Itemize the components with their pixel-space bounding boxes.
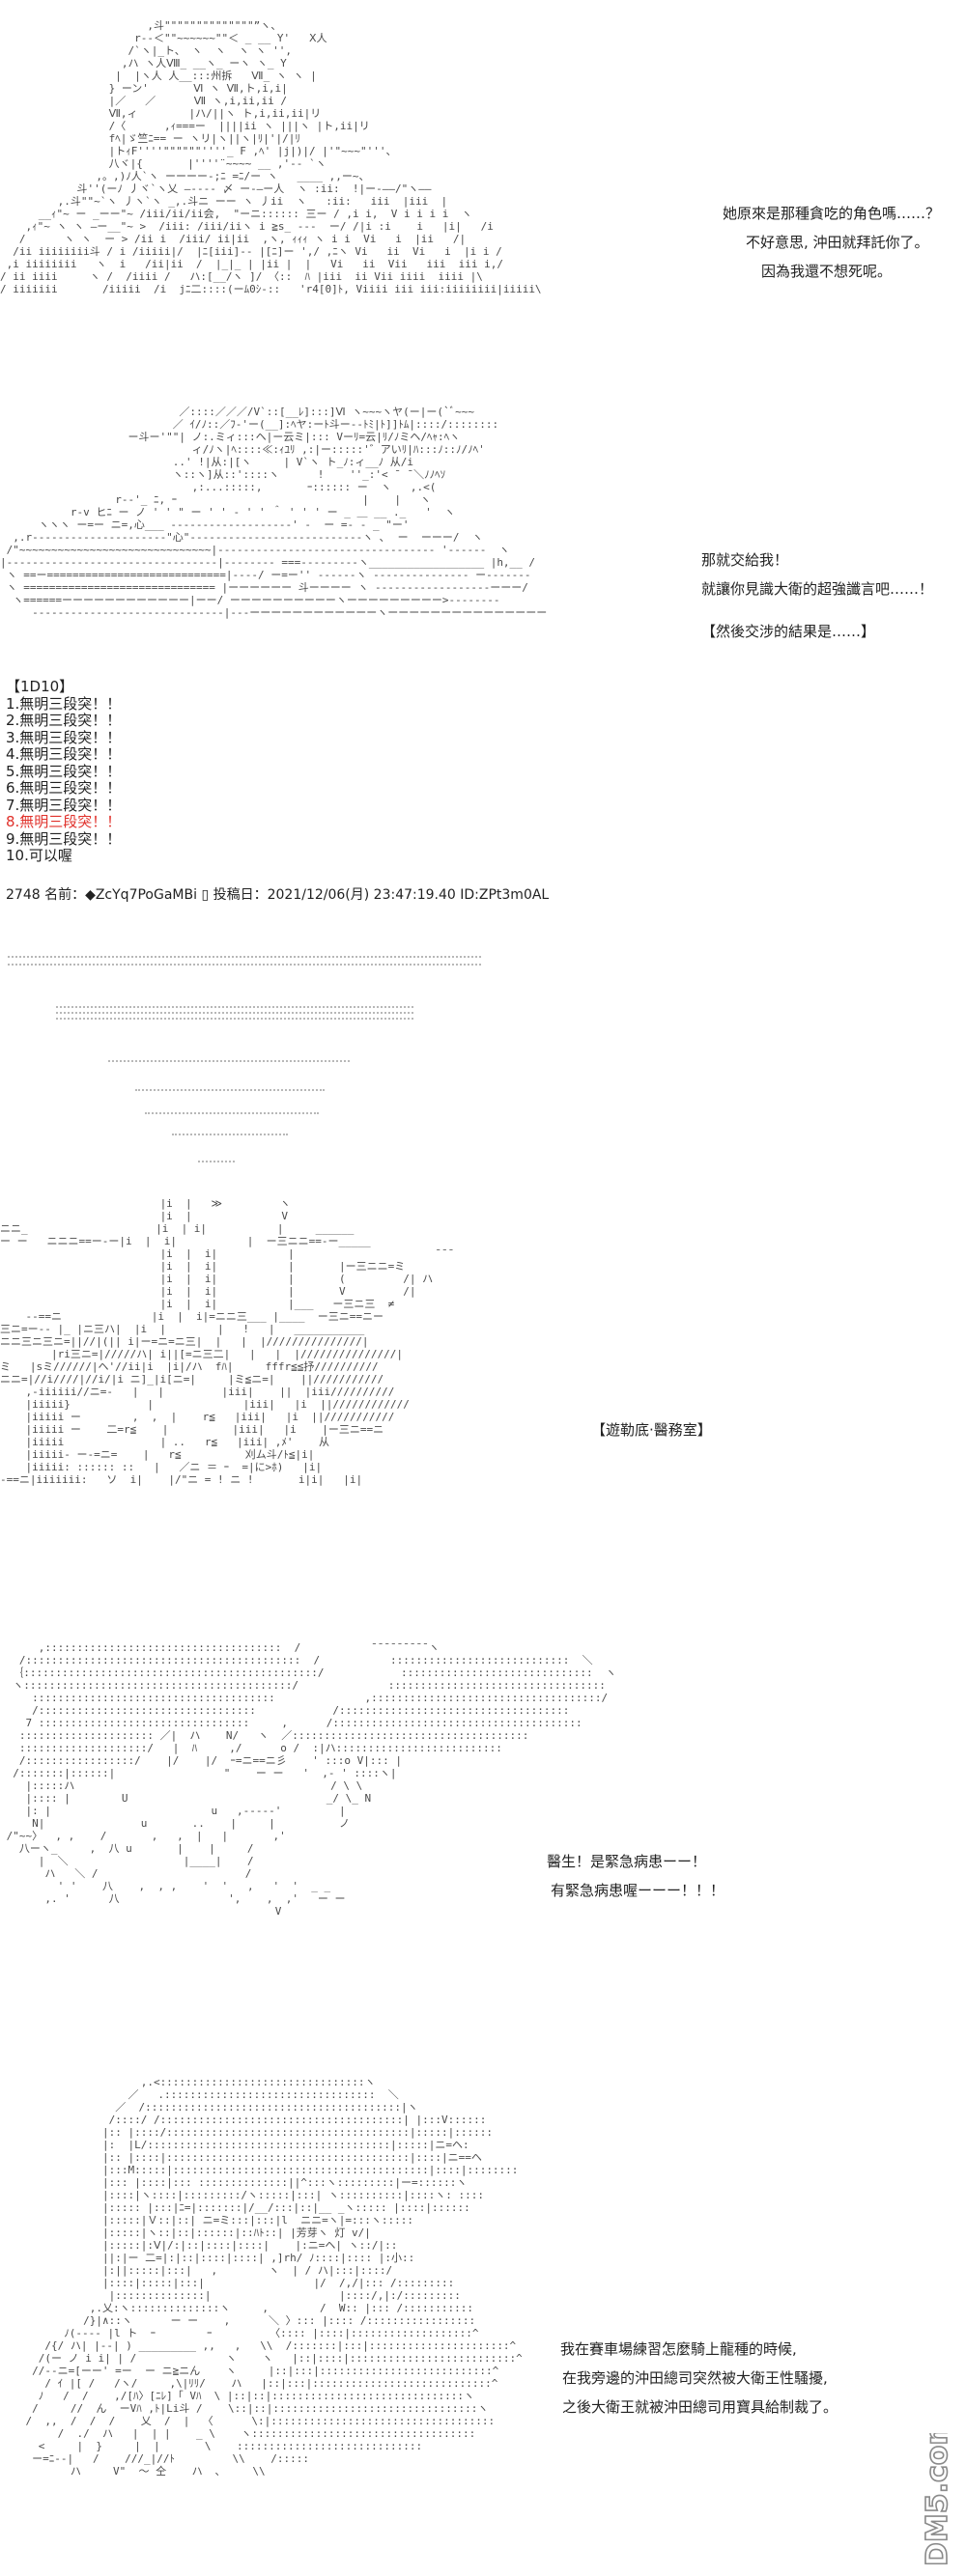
narration-line: 之後大衛王就被沖田總司用寶具給制裁了。: [562, 2398, 838, 2416]
dialog-line: 她原來是那種貪吃的角色嗎……？: [723, 205, 941, 222]
scene-1-dialog-box: 她原來是那種貪吃的角色嗎……？ 不好意思, 沖田就拜託你了。 因為我還不想死呢。: [723, 199, 940, 286]
scene-4-dialog: 醫生！是緊急病患ーー！ 有緊急病患喔ーーー！！！: [547, 1847, 724, 1905]
roll-title: 【1D10】: [6, 678, 74, 695]
dialog-line: 有緊急病患喔ーーー！！！: [551, 1882, 725, 1899]
dice-roll-list: 【1D10】 1.無明三段突！！ 2.無明三段突！！ 3.無明三段突！！ 4.無…: [6, 678, 122, 865]
scene-3: |i | ≫ ヽ |i | V ニニ_ |i | i| | ______ ー ー…: [0, 1197, 696, 1622]
roll-item: 1.無明三段突！！: [6, 694, 122, 713]
scene-1: ,斗""""""""""""""”ヽ、 r--＜""~~~~~~""＜ _ __…: [0, 19, 696, 386]
dialog-line: 不好意思, 沖田就拜託你了。: [746, 234, 929, 251]
dialog-line: 就讓你見識大衛的超強讖言吧……！: [701, 580, 934, 598]
scene-2: ／::::／／／/V`::[__ﾚ]:::]Ⅵ ヽ~~~ヽヤ(ー|ー(`ﾞ~~~…: [0, 406, 696, 676]
scene-3-location: 【遊勒底‧醫務室】: [591, 1415, 712, 1444]
dialog-line: 【然後交涉的結果是……】: [701, 623, 876, 640]
dotted-separator: [0, 956, 580, 1168]
dialog-line: 那就交給我！: [701, 551, 789, 569]
narration-line: 在我旁邊的沖田總司突然被大衛王性騷擾,: [562, 2369, 828, 2387]
ascii-art-medical-room: |i | ≫ ヽ |i | V ニニ_ |i | i| | ______ ー ー…: [0, 1197, 448, 1486]
roll-item: 2.無明三段突！！: [6, 712, 122, 729]
dialog-line: 醫生！是緊急病患ーー！: [547, 1853, 707, 1870]
dm5-logo: DM5.com: [908, 2415, 962, 2568]
roll-item: 10.可以喔: [6, 847, 72, 864]
ascii-art-figures: ,斗""""""""""""""”ヽ、 r--＜""~~~~~~""＜ _ __…: [0, 19, 542, 295]
roll-item: 3.無明三段突！！: [6, 728, 122, 746]
scene-4: ,::::::::::::::::::::::::::::::::::::: /…: [0, 1641, 696, 2028]
roll-item: 7.無明三段突！！: [6, 796, 122, 814]
dialog-line: 因為我還不想死呢。: [761, 263, 893, 280]
narration-line: 我在賽車場練習怎麼騎上龍種的時候,: [560, 2340, 797, 2358]
ascii-art-crying-girl: ,::::::::::::::::::::::::::::::::::::: /…: [6, 1641, 616, 1918]
roll-item-highlighted: 8.無明三段突！！: [6, 813, 122, 830]
ascii-art-table-scene: ／::::／／／/V`::[__ﾚ]:::]Ⅵ ヽ~~~ヽヤ(ー|ー(`ﾞ~~~…: [0, 406, 548, 619]
watermark-text: DM5.com: [921, 2433, 954, 2566]
scene-2-dialog: 那就交給我！ 就讓你見識大衛的超強讖言吧……！ 【然後交涉的結果是……】: [701, 546, 933, 646]
scene-1-dialog: 她原來是那種貪吃的角色嗎……？ 不好意思, 沖田就拜託你了。 因為我還不想死呢。: [723, 199, 940, 286]
roll-item: 5.無明三段突！！: [6, 762, 122, 780]
roll-item: 6.無明三段突！！: [6, 779, 122, 797]
scene-5-narration: 我在賽車場練習怎麼騎上龍種的時候, 在我旁邊的沖田總司突然被大衛王性騷擾, 之後…: [560, 2335, 838, 2422]
ascii-art-girl: ,.<::::::::::::::::::::::::::::::::ヽ ／ .…: [25, 2076, 523, 2478]
location-label: 【遊勒底‧醫務室】: [591, 1421, 712, 1439]
roll-item: 4.無明三段突！！: [6, 745, 122, 763]
scene-5: ,.<::::::::::::::::::::::::::::::::ヽ ／ .…: [0, 2076, 696, 2568]
post-header: 2748 名前：◆ZcYq7PoGaMBi ▯ 投稿日：2021/12/06(月…: [6, 887, 550, 903]
roll-item: 9.無明三段突！！: [6, 829, 122, 848]
